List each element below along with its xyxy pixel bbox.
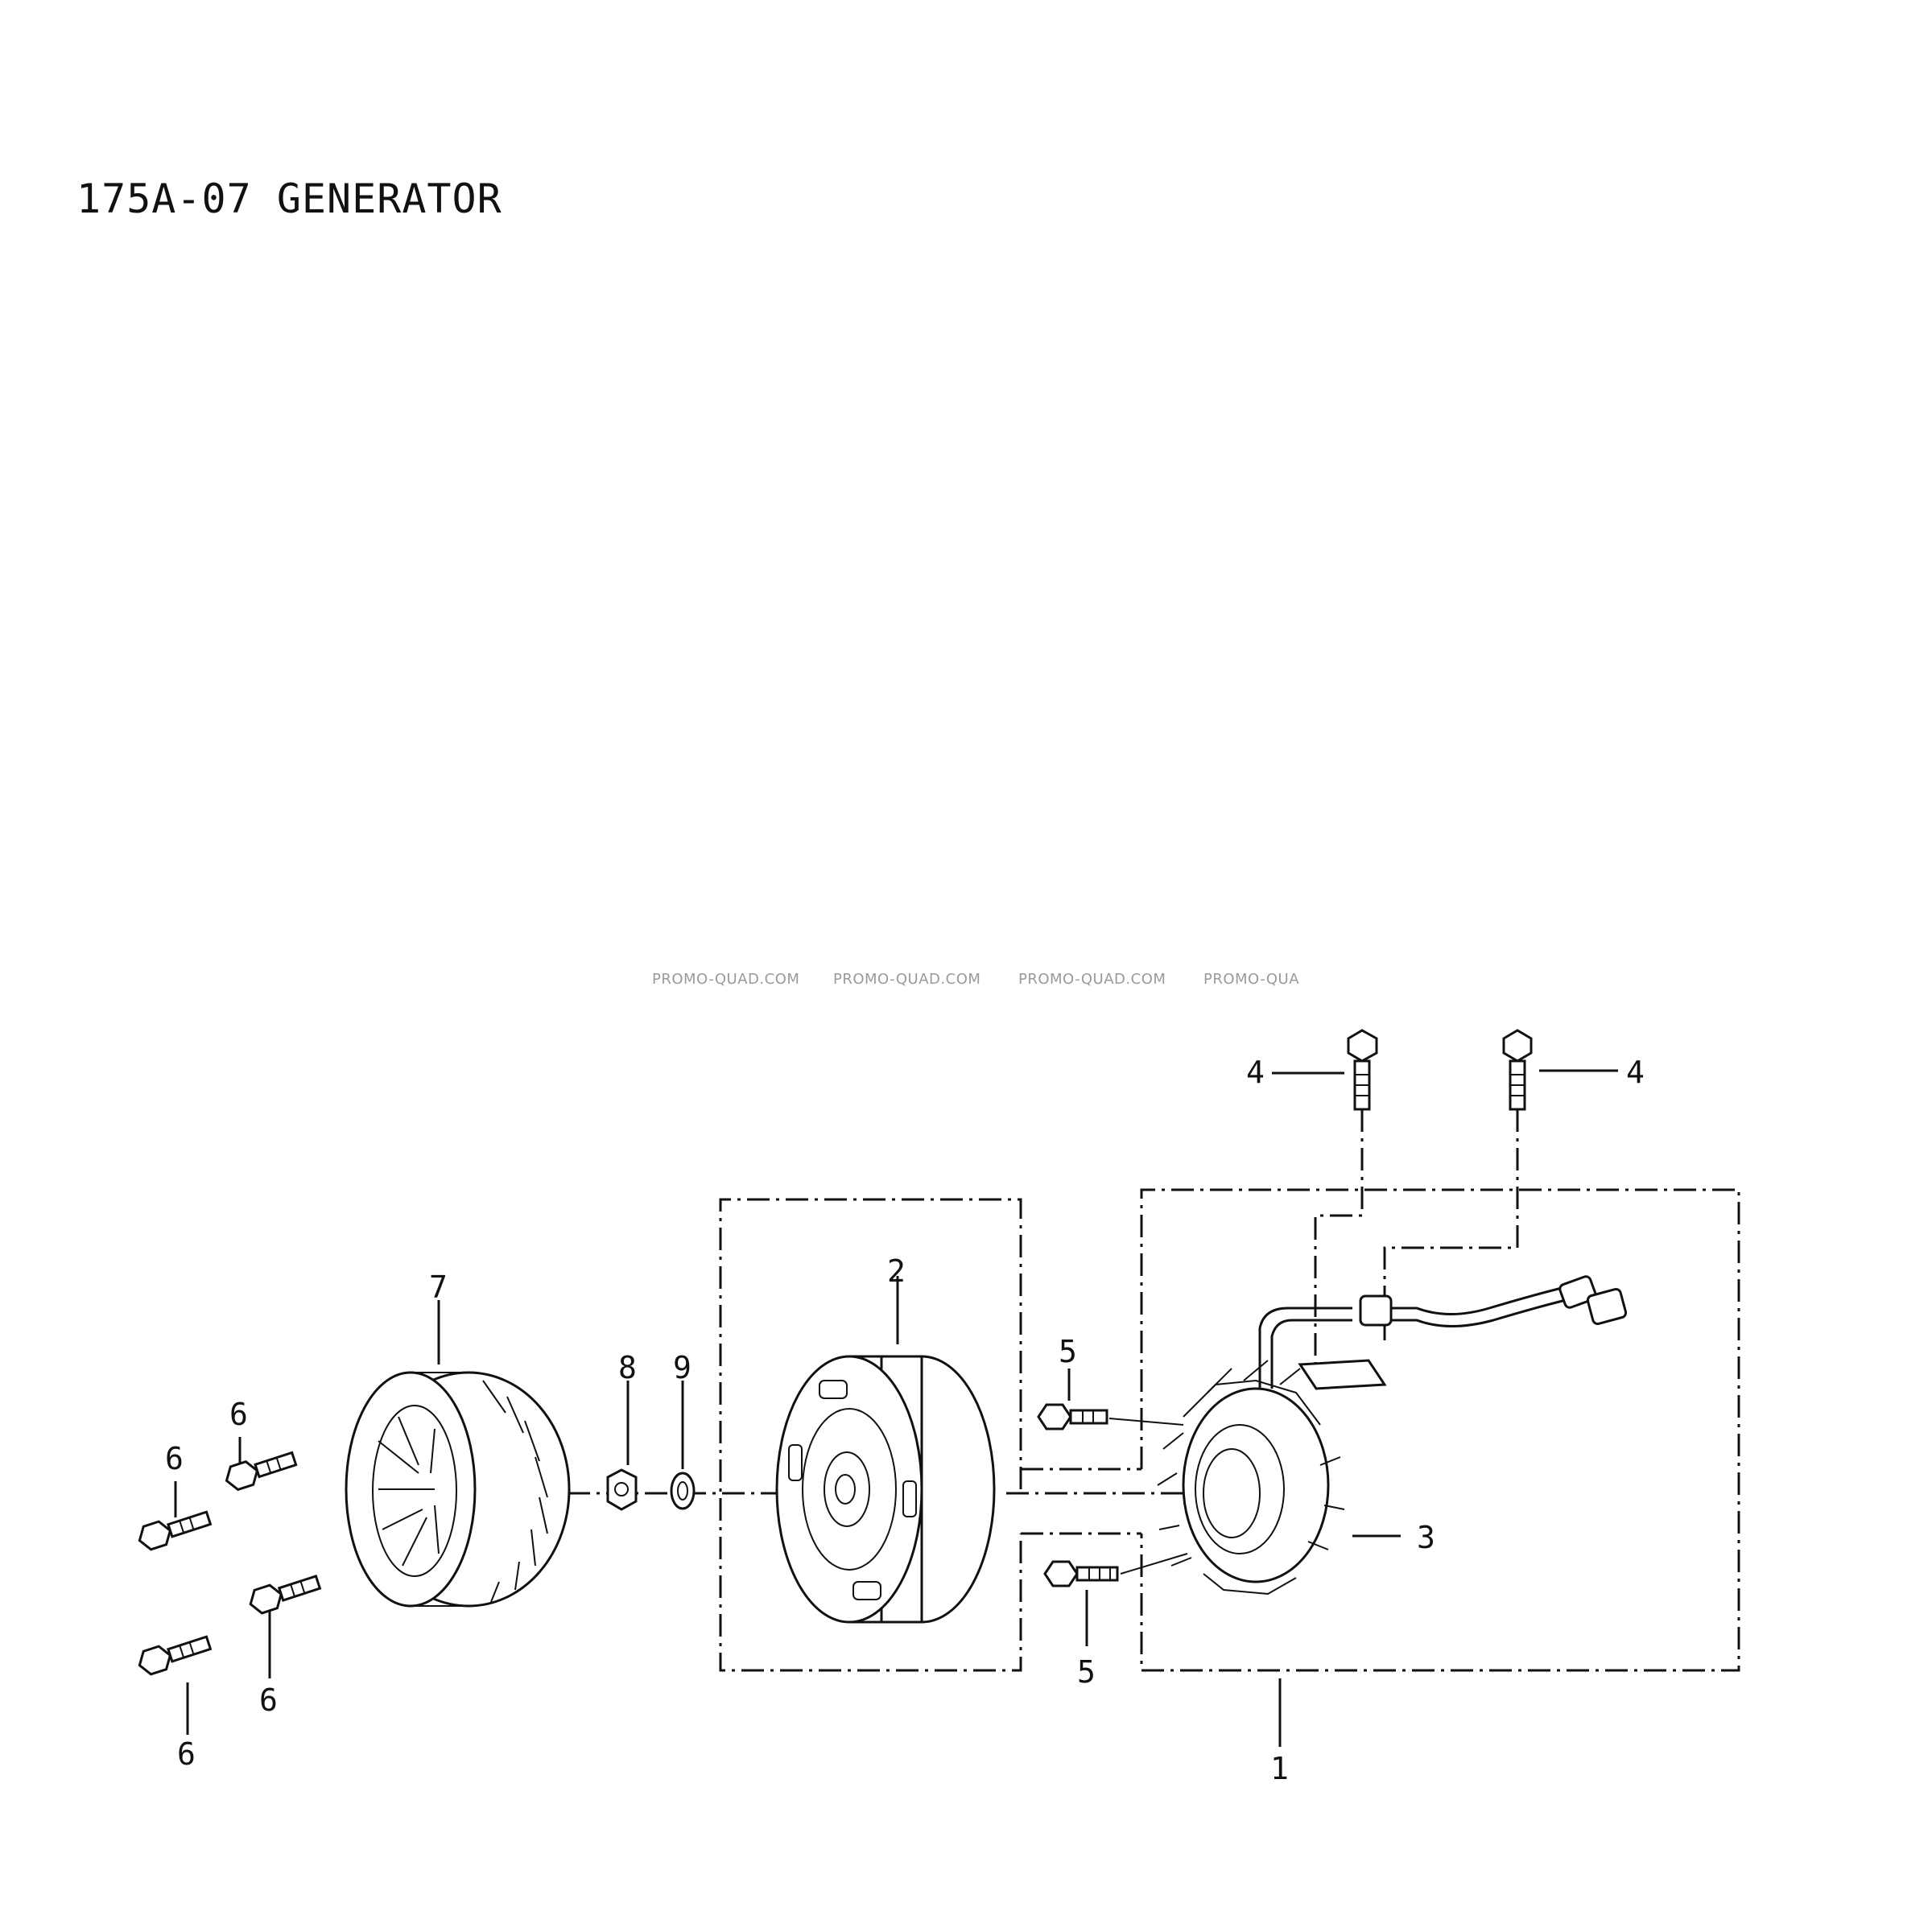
stator-coil bbox=[1157, 1360, 1345, 1596]
fan-bolt-lower-left bbox=[138, 1635, 213, 1676]
stator-bolt-left bbox=[1347, 1029, 1378, 1111]
watermark-text: PROMO-QUAD.COM bbox=[652, 971, 799, 988]
bolt-5-lower bbox=[1043, 1553, 1188, 1587]
bolt-4-right-path bbox=[1383, 1109, 1519, 1340]
rotor-group-box bbox=[719, 1198, 1022, 1672]
page-title: 175A-07 GENERATOR bbox=[76, 175, 502, 222]
callout-4: 4 bbox=[1626, 1055, 1645, 1090]
callout-4: 4 bbox=[1246, 1055, 1265, 1090]
callout-2: 2 bbox=[887, 1253, 906, 1289]
leader-lines bbox=[174, 1069, 1618, 1747]
fan-bolt-upper-left bbox=[138, 1510, 213, 1551]
fan-bolt-lower-right bbox=[249, 1575, 322, 1615]
watermark-text: PROMO-QUA bbox=[1203, 971, 1299, 988]
callout-6: 6 bbox=[259, 1682, 278, 1718]
stator-bolt-right bbox=[1502, 1029, 1533, 1111]
callout-3: 3 bbox=[1417, 1520, 1435, 1555]
callout-8: 8 bbox=[618, 1350, 637, 1385]
callout-6: 6 bbox=[229, 1397, 248, 1432]
watermark: PROMO-QUAD.COM PROMO-QUAD.COM PROMO-QUAD… bbox=[652, 971, 1299, 988]
wiring-harness bbox=[1258, 1275, 1628, 1390]
callout-labels: 1 2 3 4 4 5 5 6 6 6 6 7 8 9 bbox=[165, 1055, 1645, 1786]
cooling-fan bbox=[345, 1371, 571, 1608]
bolt-5-upper bbox=[1037, 1403, 1184, 1430]
callout-5: 5 bbox=[1077, 1654, 1096, 1690]
washer bbox=[670, 1472, 696, 1510]
callout-9: 9 bbox=[673, 1350, 691, 1385]
stator-group-box bbox=[1021, 1188, 1740, 1672]
watermark-text: PROMO-QUAD.COM bbox=[1018, 971, 1166, 988]
watermark-text: PROMO-QUAD.COM bbox=[833, 971, 980, 988]
callout-7: 7 bbox=[429, 1269, 448, 1305]
flywheel-nut bbox=[606, 1468, 638, 1511]
bolt-4-left-path bbox=[1314, 1109, 1364, 1373]
callout-6: 6 bbox=[165, 1441, 184, 1476]
callout-1: 1 bbox=[1270, 1751, 1289, 1786]
callout-6: 6 bbox=[177, 1736, 196, 1772]
flywheel-rotor bbox=[775, 1355, 996, 1624]
fan-bolt-upper-right bbox=[225, 1451, 298, 1492]
callout-5: 5 bbox=[1059, 1334, 1077, 1369]
